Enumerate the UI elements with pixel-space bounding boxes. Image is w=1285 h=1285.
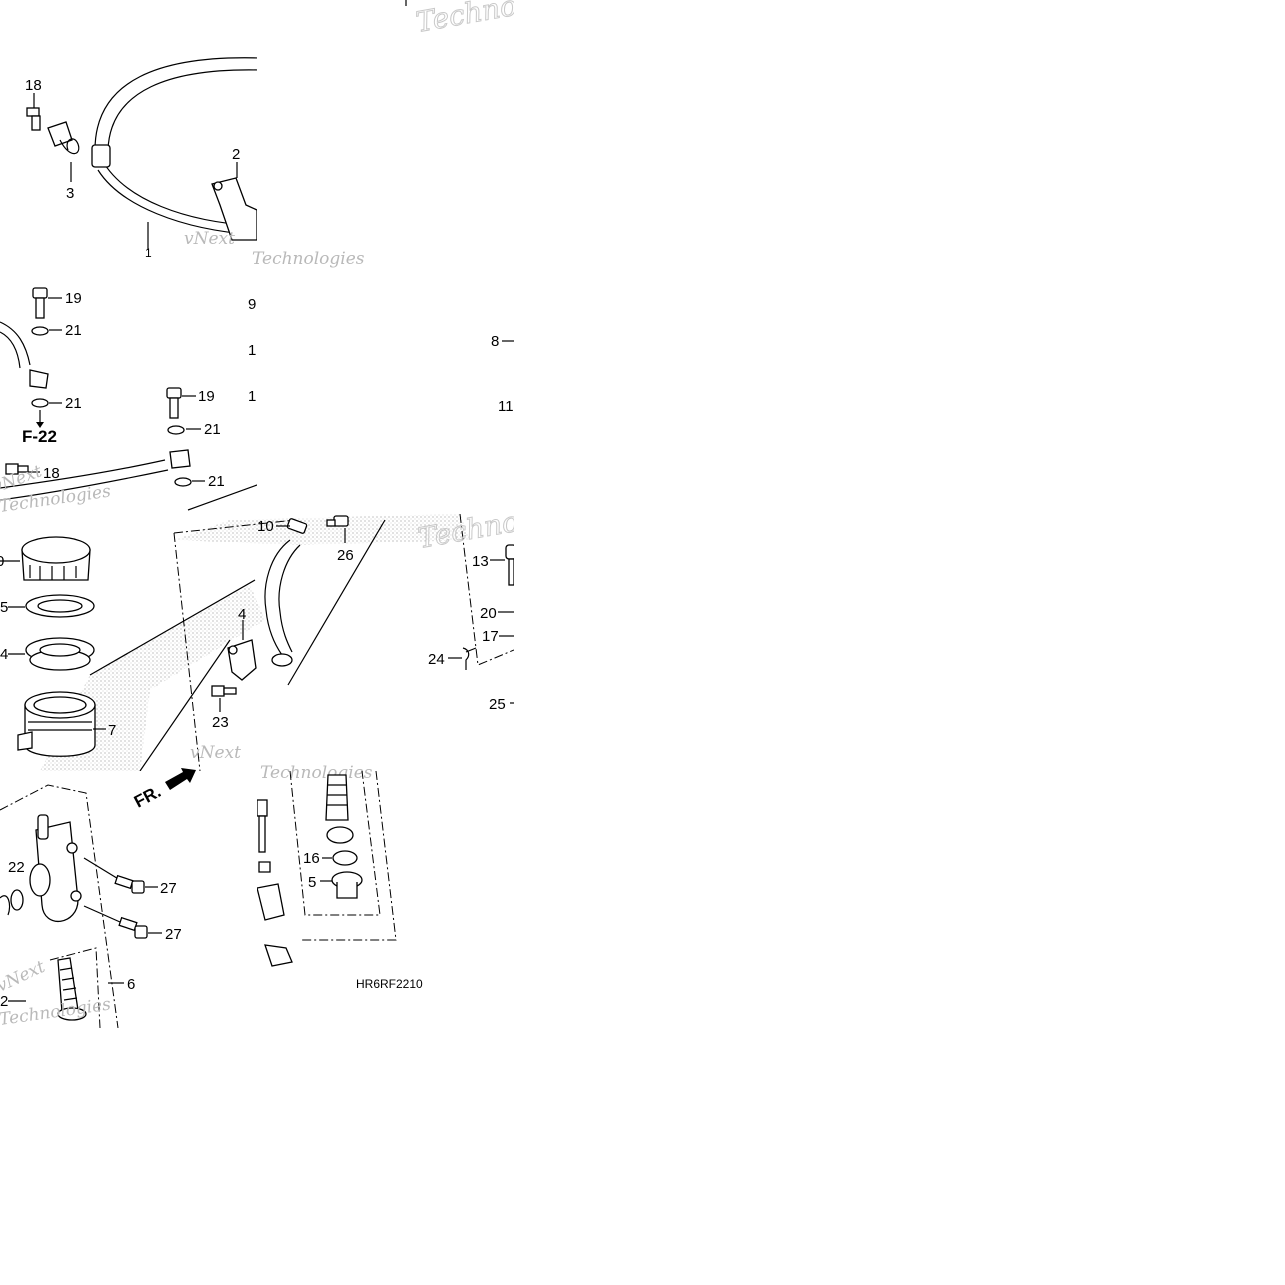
reservoir-cap-icon: [21, 536, 91, 581]
watermark: Technologies: [252, 249, 365, 269]
callout-16: 16: [303, 850, 320, 867]
callout-2: 2: [0, 993, 8, 1010]
watermark-section: Techno: [405, 0, 519, 39]
callout-1: 1: [248, 342, 256, 359]
pushrod-section: 16 5 HR6RF2210: [257, 771, 423, 991]
callout-column: 9 1 1 8 11: [248, 296, 514, 415]
bolt-19-icon: [32, 287, 48, 319]
bolt-27-icon: [114, 874, 145, 894]
reference-f22: F-22: [22, 427, 57, 446]
bushing-5-icon: [331, 871, 363, 899]
bracket-2-icon: [211, 177, 257, 241]
watermark: Technologies: [260, 763, 373, 783]
diaphragm-4-icon: [25, 637, 95, 671]
callout-22: 22: [8, 859, 25, 876]
callout-18: 18: [25, 77, 42, 94]
master-cylinder-section: 22 27 27 6 2 vNext: [0, 784, 182, 1030]
callout-0: 0: [0, 553, 4, 570]
callout-20: 20: [480, 605, 497, 622]
washer-16-icon: [332, 850, 358, 866]
reservoir-7-icon: [17, 691, 96, 757]
callout-21: 21: [65, 322, 82, 339]
callout-25: 25: [489, 696, 506, 713]
callout-1: 1: [145, 246, 152, 260]
callout-7: 7: [108, 722, 116, 739]
bolt-18-icon: [5, 463, 29, 475]
o-ring-22-icon: [10, 889, 24, 911]
hose-clamp-icon: [286, 518, 308, 534]
watermark: vNext: [190, 743, 241, 763]
seal-icon: [326, 826, 354, 844]
callout-21: 21: [208, 473, 225, 490]
hose-section: 18 3 2 1 vNext: [25, 57, 257, 260]
callout-17: 17: [482, 628, 499, 645]
bolt-27-icon: [118, 916, 148, 939]
callout-9: 9: [248, 296, 256, 313]
joint-4-icon: [227, 639, 293, 681]
stipple-shade: [175, 514, 470, 545]
callout-1: 1: [248, 388, 256, 405]
clamp-3-icon: [47, 121, 80, 155]
bolt-18-icon: [26, 107, 41, 131]
part-code: HR6RF2210: [356, 977, 423, 991]
front-label: FR.: [131, 782, 164, 812]
callout-8: 8: [491, 333, 499, 350]
hose-fitting: [91, 144, 111, 168]
boot-icon: [57, 957, 87, 1021]
frame-line: [173, 532, 201, 771]
reservoir-section: 0 5 4: [0, 514, 514, 771]
front-direction-arrow-icon: FR.: [131, 768, 196, 812]
washer-21-icon: [174, 477, 192, 487]
callout-2: 2: [232, 146, 240, 163]
callout-21: 21: [65, 395, 82, 412]
master-cylinder-icon: [0, 814, 82, 922]
callout-21: 21: [204, 421, 221, 438]
bolt-23-icon: [211, 685, 237, 697]
callout-3: 3: [66, 185, 74, 202]
callout-11: 11: [498, 398, 514, 415]
plate-5-icon: [25, 594, 95, 618]
callout-6: 6: [127, 976, 135, 993]
watermark: Techno: [413, 0, 519, 39]
banjo-section: 19 21 21 F-22 19 21 21: [0, 287, 257, 514]
boot-icon: [325, 774, 349, 821]
bolt-19-icon: [166, 387, 182, 419]
cotter-pin-24-icon: [462, 647, 477, 670]
callout-27: 27: [160, 880, 177, 897]
watermark: vNext: [0, 957, 48, 997]
callout-19: 19: [198, 388, 215, 405]
callout-26: 26: [337, 547, 354, 564]
banjo-fitting-icon: [169, 449, 191, 469]
callout-27: 27: [165, 926, 182, 943]
banjo-fitting-icon: [29, 369, 49, 389]
pin-13-icon: [505, 544, 514, 586]
callout-10: 10: [257, 518, 274, 535]
watermark: vNext: [184, 229, 235, 249]
bolt-26-icon: [326, 515, 349, 527]
washer-21-icon: [167, 425, 185, 435]
watermark: Technologies: [0, 994, 112, 1030]
washer-21-icon: [31, 398, 49, 408]
stipple-shade: [40, 585, 265, 771]
callout-4: 4: [238, 606, 246, 623]
callout-5: 5: [0, 599, 8, 616]
rod-icon: [257, 799, 293, 967]
callout-4: 4: [0, 646, 8, 663]
callout-13: 13: [472, 553, 489, 570]
callout-23: 23: [212, 714, 229, 731]
callout-5: 5: [308, 874, 316, 891]
callout-19: 19: [65, 290, 82, 307]
callout-18: 18: [43, 465, 60, 482]
callout-24: 24: [428, 651, 445, 668]
washer-21-icon: [31, 326, 49, 336]
